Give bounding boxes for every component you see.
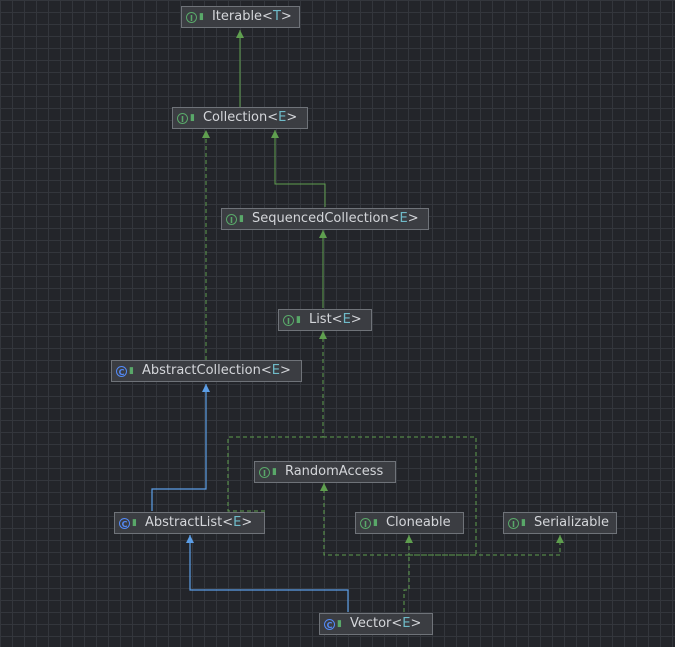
node-sequenced-collection[interactable]: I ▮ SequencedCollection<E>	[221, 208, 429, 230]
interface-icon: I	[186, 11, 197, 23]
node-label: Vector<	[349, 616, 403, 631]
node-vector[interactable]: C ▮ Vector<E>	[319, 613, 433, 635]
arrowhead-randomaccess	[320, 483, 328, 491]
node-cloneable[interactable]: I ▮ Cloneable	[355, 512, 464, 534]
node-label: Collection<	[202, 110, 279, 125]
type-param: E	[278, 110, 287, 125]
node-label: List<	[308, 312, 343, 327]
type-param: T	[272, 9, 281, 24]
type-param: E	[399, 211, 408, 226]
node-label: SequencedCollection<	[251, 211, 400, 226]
public-access-icon: ▮	[190, 113, 195, 123]
public-access-icon: ▮	[129, 366, 134, 376]
node-label: Iterable<	[211, 9, 273, 24]
type-param: E	[271, 363, 280, 378]
node-label: Cloneable	[385, 515, 451, 530]
arrowhead-sequenced	[319, 230, 327, 238]
class-icon: C	[324, 618, 335, 630]
edge-abstractlist-abstractcollection	[151, 384, 207, 511]
type-param: E	[402, 616, 411, 631]
node-label-close: >	[280, 9, 292, 24]
public-access-icon: ▮	[337, 619, 342, 629]
node-label: Serializable	[533, 515, 610, 530]
edge-vector-bus	[403, 555, 410, 612]
arrowhead-iterable	[236, 30, 244, 38]
node-abstract-list[interactable]: C ▮ AbstractList<E>	[114, 512, 265, 534]
node-serializable[interactable]: I ▮ Serializable	[503, 512, 617, 534]
arrowhead-abstractlist	[186, 535, 194, 543]
edge-sequenced-collection	[274, 130, 326, 207]
interface-icon: I	[259, 466, 270, 478]
interface-icon: I	[177, 112, 188, 124]
node-list[interactable]: I ▮ List<E>	[278, 309, 372, 331]
edge-bus-right	[323, 436, 477, 556]
node-label-close: >	[286, 110, 298, 125]
public-access-icon: ▮	[239, 214, 244, 224]
class-icon: C	[119, 517, 130, 529]
node-random-access[interactable]: I ▮ RandomAccess	[254, 461, 396, 483]
arrowhead-cloneable	[405, 535, 413, 543]
node-label-close: >	[407, 211, 419, 226]
arrowhead-serializable	[556, 535, 564, 543]
public-access-icon: ▮	[199, 12, 204, 22]
interface-icon: I	[508, 517, 519, 529]
arrowhead-collection-right	[271, 130, 279, 138]
node-label-close: >	[279, 363, 291, 378]
public-access-icon: ▮	[296, 315, 301, 325]
node-collection[interactable]: I ▮ Collection<E>	[172, 107, 308, 129]
node-label: RandomAccess	[284, 464, 384, 479]
node-iterable[interactable]: I ▮ Iterable<T>	[181, 6, 300, 28]
type-param: E	[342, 312, 351, 327]
type-param: E	[233, 515, 242, 530]
interface-icon: I	[226, 213, 237, 225]
arrowhead-list	[319, 331, 327, 339]
interface-icon: I	[360, 517, 371, 529]
class-icon: C	[116, 365, 127, 377]
node-label: AbstractCollection<	[141, 363, 272, 378]
interface-icon: I	[283, 314, 294, 326]
arrowhead-collection-left	[202, 130, 210, 138]
public-access-icon: ▮	[373, 518, 378, 528]
node-label: AbstractList<	[144, 515, 234, 530]
node-label-close: >	[410, 616, 422, 631]
arrowhead-abstractcollection	[202, 384, 210, 392]
public-access-icon: ▮	[272, 467, 277, 477]
node-label-close: >	[241, 515, 253, 530]
edge-abstractlist-list	[227, 331, 324, 512]
public-access-icon: ▮	[521, 518, 526, 528]
edge-vector-randomaccess	[323, 483, 409, 556]
public-access-icon: ▮	[132, 518, 137, 528]
edge-vector-abstractlist	[189, 535, 349, 612]
node-abstract-collection[interactable]: C ▮ AbstractCollection<E>	[111, 360, 302, 382]
node-label-close: >	[350, 312, 362, 327]
edge-vector-serializable	[409, 535, 561, 556]
